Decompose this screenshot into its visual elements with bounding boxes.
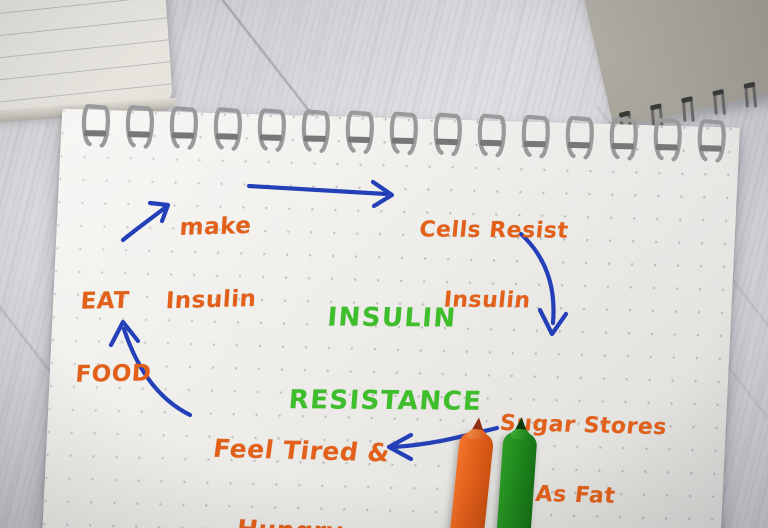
node-make-insulin-line2: Insulin [164,285,258,315]
node-cells-resist-insulin-line1: Cells Resist [418,217,570,244]
node-feel-tired-hungry-line2: Hungry [201,514,381,528]
spiral-binding-icon [618,81,758,137]
center-label-line2: RESISTANCE [287,384,484,417]
node-make-insulin-line1: make [178,212,253,241]
node-eat-food-line2: FOOD [74,360,153,388]
green-marker [496,416,538,528]
node-eat-food: EAT FOOD [71,239,161,436]
spiral-binding-main-icon [81,104,726,163]
node-eat-food-line1: EAT [79,287,131,315]
green-marker-collar [510,428,531,440]
center-label-line1: INSULIN [326,302,458,334]
node-make-insulin: make Insulin [162,165,265,363]
notebook-top-right [564,0,768,137]
